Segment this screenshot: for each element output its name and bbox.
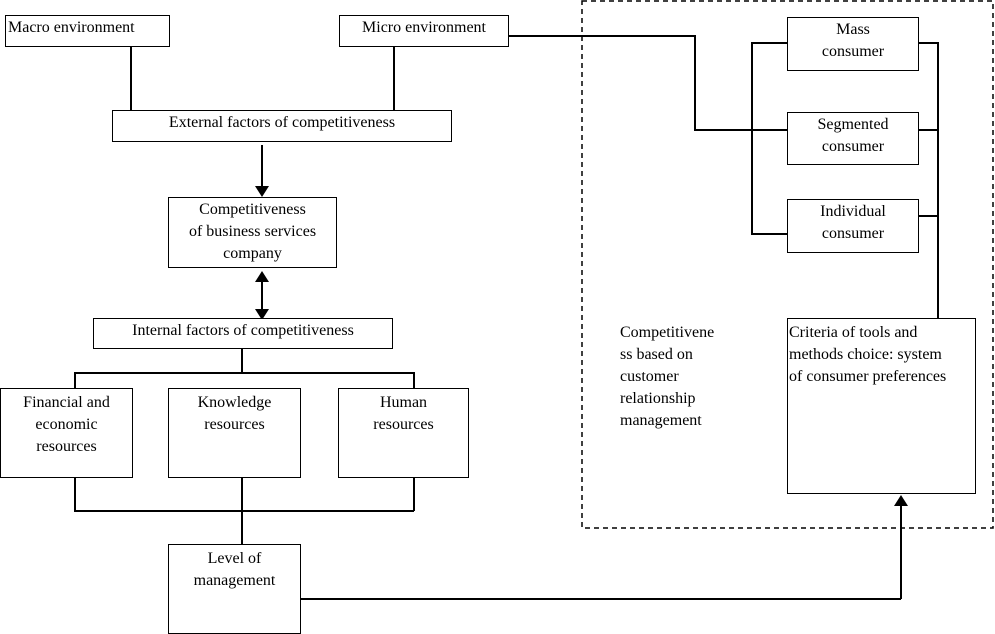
- arrow-head-up: [894, 495, 908, 506]
- competitiveness-box: Competitiveness of business services com…: [168, 197, 337, 268]
- connector-line: [751, 42, 788, 44]
- connector-line: [241, 477, 243, 545]
- micro-environment-box: Micro environment: [339, 15, 509, 47]
- segmented-consumer-box: Segmented consumer: [787, 112, 919, 165]
- crm-region-border: [581, 0, 994, 529]
- connector-line: [900, 505, 902, 599]
- connector-line: [74, 372, 76, 389]
- level-line: Level of: [207, 550, 262, 567]
- knowledge-resources-box: Knowledge resources: [168, 388, 301, 478]
- arrow-head-down: [255, 186, 269, 197]
- macro-environment-label: Macro environment: [8, 19, 135, 36]
- external-factors-box: External factors of competitiveness: [112, 110, 452, 142]
- individual-line: consumer: [821, 225, 885, 242]
- connector-line: [413, 477, 415, 511]
- criteria-line: methods choice: system: [789, 346, 942, 363]
- criteria-box: Criteria of tools and methods choice: sy…: [787, 318, 976, 494]
- connector-line: [509, 35, 695, 37]
- mass-line: consumer: [821, 43, 885, 60]
- crm-competitiveness-label: Competitivene ss based on customer relat…: [620, 322, 760, 432]
- connector-line: [918, 42, 938, 44]
- human-line: resources: [373, 416, 434, 433]
- financial-line: Financial and: [23, 394, 110, 411]
- financial-line: economic: [35, 416, 98, 433]
- criteria-line: Criteria of tools and: [789, 324, 918, 341]
- crm-line: ss based on: [620, 346, 693, 363]
- connector-line: [918, 129, 938, 131]
- connector-line: [300, 598, 901, 600]
- competitiveness-line: company: [223, 245, 282, 262]
- connector-line: [393, 47, 395, 111]
- criteria-line: of consumer preferences: [789, 368, 947, 385]
- internal-factors-box: Internal factors of competitiveness: [93, 318, 393, 349]
- level-line: management: [193, 572, 276, 589]
- level-of-management-box: Level of management: [168, 544, 301, 634]
- mass-line: Mass: [836, 21, 870, 38]
- arrow-head-up: [255, 271, 269, 282]
- mass-consumer-box: Mass consumer: [787, 17, 919, 71]
- competitiveness-line: Competitiveness: [199, 201, 306, 218]
- financial-line: resources: [36, 438, 97, 455]
- connector-line: [241, 348, 243, 372]
- external-factors-label: External factors of competitiveness: [168, 114, 396, 131]
- connector-line: [751, 233, 788, 235]
- crm-line: customer: [620, 368, 679, 385]
- segmented-line: Segmented: [817, 116, 889, 133]
- connector-line: [74, 372, 414, 374]
- individual-consumer-box: Individual consumer: [787, 199, 919, 253]
- connector-line: [694, 129, 788, 131]
- crm-line: relationship: [620, 390, 696, 407]
- knowledge-line: resources: [204, 416, 265, 433]
- micro-environment-label: Micro environment: [362, 19, 486, 36]
- financial-resources-box: Financial and economic resources: [0, 388, 133, 478]
- connector-line: [918, 215, 938, 217]
- connector-line: [74, 510, 414, 512]
- knowledge-line: Knowledge: [197, 394, 272, 411]
- connector-line: [261, 145, 263, 188]
- arrow-head-down: [255, 309, 269, 320]
- connector-line: [130, 47, 132, 111]
- individual-line: Individual: [820, 203, 886, 220]
- human-resources-box: Human resources: [338, 388, 469, 478]
- human-line: Human: [379, 394, 428, 411]
- competitiveness-line: of business services: [188, 223, 317, 240]
- macro-environment-box: Macro environment: [5, 15, 170, 47]
- connector-line: [751, 42, 753, 234]
- internal-factors-label: Internal factors of competitiveness: [132, 322, 354, 339]
- segmented-line: consumer: [821, 138, 885, 155]
- connector-line: [413, 372, 415, 389]
- crm-line: Competitivene: [620, 324, 715, 341]
- connector-line: [694, 35, 696, 130]
- connector-line: [937, 42, 939, 319]
- connector-line: [261, 280, 263, 311]
- connector-line: [74, 477, 76, 511]
- crm-line: management: [620, 412, 702, 429]
